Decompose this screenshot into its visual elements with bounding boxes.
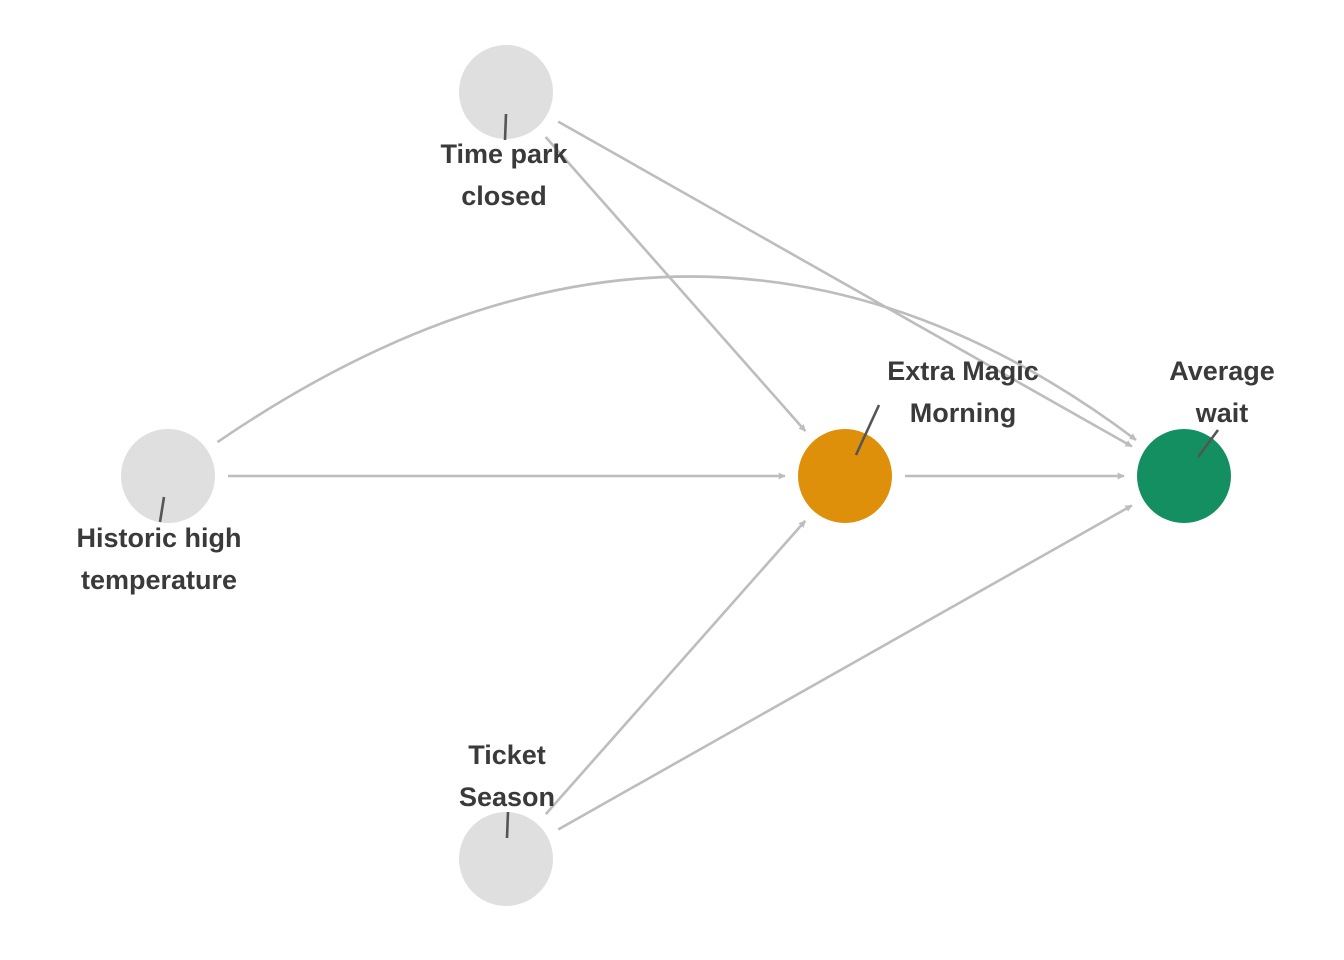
edge-season-to-wait	[557, 504, 1133, 831]
edge-season-to-emm	[544, 520, 807, 815]
edge-temp-to-wait	[216, 275, 1137, 444]
node-label-line: temperature	[81, 565, 237, 595]
edge-park_close-to-wait	[557, 120, 1133, 448]
node-label-temp: Historic high temperature	[76, 523, 241, 595]
label-leader-temp	[158, 496, 166, 523]
node-label-park-close: Time park closed	[440, 139, 568, 211]
node-label-line: Time park	[440, 139, 568, 169]
node-temp	[121, 429, 215, 523]
edge-park_close-to-emm	[544, 136, 807, 432]
node-label-line: wait	[1195, 398, 1249, 428]
node-label-line: Ticket	[468, 740, 546, 770]
edges-layer	[216, 120, 1137, 831]
node-label-line: Morning	[910, 398, 1016, 428]
node-season	[459, 812, 553, 906]
node-park-close	[459, 45, 553, 139]
node-label-line: Historic high	[76, 523, 241, 553]
node-label-line: closed	[461, 181, 547, 211]
label-leader-park-close	[503, 113, 508, 141]
label-leader-season	[505, 811, 510, 839]
node-wait	[1137, 429, 1231, 523]
label-leader-emm	[854, 404, 881, 456]
nodes-layer	[121, 45, 1231, 906]
node-label-line: Season	[459, 782, 555, 812]
label-leader-wait	[1196, 429, 1220, 458]
node-label-line: Extra Magic	[887, 356, 1039, 386]
node-label-line: Average	[1169, 356, 1275, 386]
node-label-wait: Average wait	[1169, 356, 1275, 428]
node-emm	[798, 429, 892, 523]
